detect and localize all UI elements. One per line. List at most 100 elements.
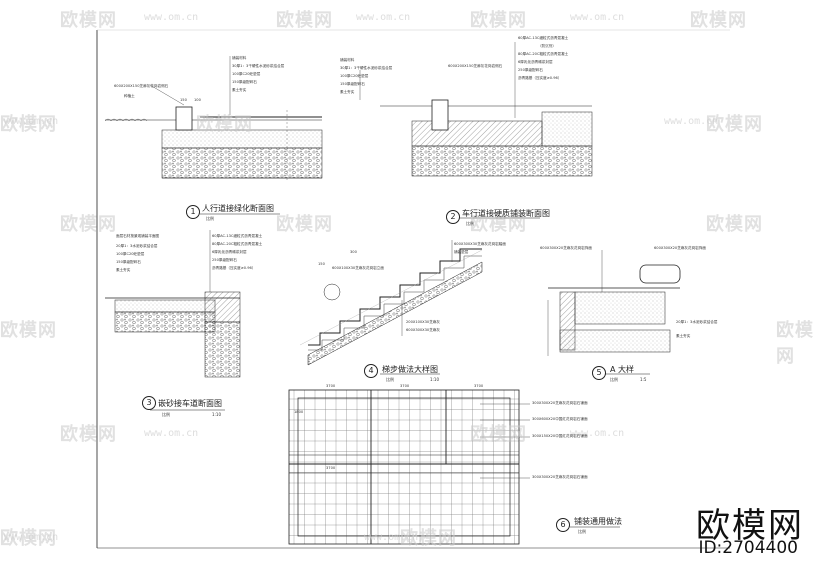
callout: 600X300X20芝麻灰花岗岩饰面	[540, 246, 592, 250]
callout: 100厚C20砼垫层	[232, 72, 261, 76]
detail-scale: 比例	[610, 377, 618, 382]
callout: 600X200X150芝麻灰花岗岩侧石	[114, 84, 169, 88]
watermark: 欧模网	[470, 214, 527, 235]
watermark: 欧模网	[196, 114, 253, 135]
watermark: 欧模网	[776, 320, 814, 367]
callout: 30厚1：3干硬性水泥砂浆结合层	[340, 66, 393, 70]
detail-scale: 比例	[578, 529, 586, 534]
callout: 300X150X20中国红花岗岩石铺面	[532, 434, 588, 438]
watermark: 欧模网	[706, 214, 763, 235]
callout: 100厚C20砼垫层	[340, 74, 369, 78]
watermark-site: www.om.cn	[144, 428, 199, 439]
callout: 150厚级配碎石	[116, 260, 141, 264]
detail-number: 3	[142, 396, 156, 410]
callout: 600X300X30芝麻灰	[406, 328, 440, 332]
detail-number: 2	[446, 210, 460, 224]
callout: 30厚1：3干硬性水泥砂浆结合层	[232, 64, 285, 68]
detail-title: 铺装通用做法	[574, 517, 622, 526]
detail-1-section	[104, 56, 323, 180]
callout: 600X100X30芝麻灰花岗岩立面	[332, 266, 384, 270]
callout: 6厚乳化沥青稀浆封层	[518, 60, 553, 64]
watermark: 欧模网	[706, 114, 763, 135]
watermark-site: www.om.cn	[364, 532, 419, 543]
detail-ratio: 1:5	[640, 377, 647, 382]
detail-ratio: 1:10	[212, 412, 221, 417]
callout: 素土夯实	[676, 334, 691, 338]
callout: 300X300X20芝麻灰花岗岩石铺面	[532, 475, 588, 479]
brand-logo-text: 欧模网	[696, 506, 804, 546]
dimension: 3700	[326, 384, 336, 388]
detail-title: 梯步做法大样图	[382, 365, 438, 374]
dimension: 150	[180, 98, 187, 102]
detail-scale: 比例	[162, 412, 170, 417]
callout: 素土夯实	[340, 90, 355, 94]
watermark: 欧模网	[0, 114, 57, 135]
detail-title: 车行道接硬质铺装断面图	[462, 209, 550, 218]
callout: 150厚级配碎石	[232, 80, 257, 84]
watermark: 欧模网	[276, 10, 333, 31]
dimension: 1800	[294, 410, 304, 414]
callout: 6厚乳化沥青稀浆封层	[212, 250, 247, 254]
detail-4-stair	[299, 240, 483, 366]
watermark-site: www.om.cn	[356, 12, 411, 23]
watermark: 欧模网	[470, 10, 527, 31]
dimension: 3700	[326, 466, 336, 470]
detail-scale: 比例	[386, 377, 394, 382]
watermark: 欧模网	[276, 214, 333, 235]
watermark: 欧模网	[400, 528, 457, 549]
detail-scale: 比例	[466, 221, 474, 226]
callout: 素土夯实	[116, 268, 131, 272]
watermark: 欧模网	[0, 320, 57, 341]
dimension: 3700	[474, 384, 484, 388]
callout: 600X300X30芝麻灰花岗岩踏面	[454, 242, 506, 246]
callout: 600X300X20芝麻灰花岗岩饰面	[654, 246, 706, 250]
callout: 300X300X20芝麻灰花岗岩石铺面	[532, 401, 588, 405]
callout: 300X600X20中国红花岗岩石铺面	[532, 417, 588, 421]
watermark: 欧模网	[60, 214, 117, 235]
watermark-site: www.om.cn	[4, 532, 59, 543]
callout: 200X100X30芝麻灰	[406, 320, 440, 324]
callout: 面层石材按景观铺装平面图	[116, 234, 160, 238]
watermark: 欧模网	[60, 10, 117, 31]
dimension: 150	[318, 262, 325, 266]
callout: 600X200X150芝麻灰花岗岩侧石	[448, 64, 503, 68]
callout: 60厚AC-13C细粒式沥青混凝土	[212, 234, 263, 238]
callout: 铺装材料	[340, 58, 355, 62]
callout: 铺装材料	[232, 56, 247, 60]
callout: 种植土	[124, 94, 135, 98]
callout: 沥青路基（压实度≥0.96）	[212, 266, 256, 270]
watermark: 欧模网	[690, 10, 747, 31]
detail-number: 1	[186, 205, 200, 219]
watermark: 欧模网	[0, 528, 57, 549]
callout: 80厚AC-20C粗粒式沥青混凝土	[212, 242, 263, 246]
detail-title: 人行道接绿化断面图	[202, 204, 274, 213]
callout: 60厚AC-13C细粒式沥青混凝土	[518, 36, 569, 40]
watermark-site: www.om.cn	[664, 116, 719, 127]
detail-ratio: 1:10	[430, 377, 439, 382]
detail-2-section	[359, 42, 593, 177]
detail-scale: 比例	[206, 216, 214, 221]
callout: 100厚C20砼垫层	[116, 252, 145, 256]
dimension: 3700	[400, 384, 410, 388]
callout: 20厚1：3水泥砂浆结合层	[676, 320, 718, 324]
callout: 250厚级配碎石	[212, 258, 237, 262]
detail-6-paving	[288, 389, 530, 545]
dimension: 100	[194, 98, 201, 102]
callout: 20厚1：3水泥砂浆结合层	[116, 244, 158, 248]
callout: 沥青路基（压实度≥0.96）	[518, 76, 562, 80]
watermark-site: www.om.cn	[570, 12, 625, 23]
watermark-site: www.om.cn	[4, 116, 59, 127]
detail-5-section	[547, 250, 681, 356]
detail-3-section	[105, 230, 241, 378]
watermark-site: www.om.cn	[570, 428, 625, 439]
dimension: 300	[350, 250, 357, 254]
callout: 250厚级配碎石	[518, 68, 543, 72]
detail-number: 4	[364, 364, 378, 378]
brand-id: ID:2704400	[698, 538, 798, 558]
detail-title: A 大样	[610, 365, 635, 374]
watermark-site: www.om.cn	[144, 12, 199, 23]
detail-title: 嵌砂接车道断面图	[158, 399, 222, 408]
callout: 铺装垫层	[454, 250, 469, 254]
detail-number: 5	[592, 366, 606, 380]
